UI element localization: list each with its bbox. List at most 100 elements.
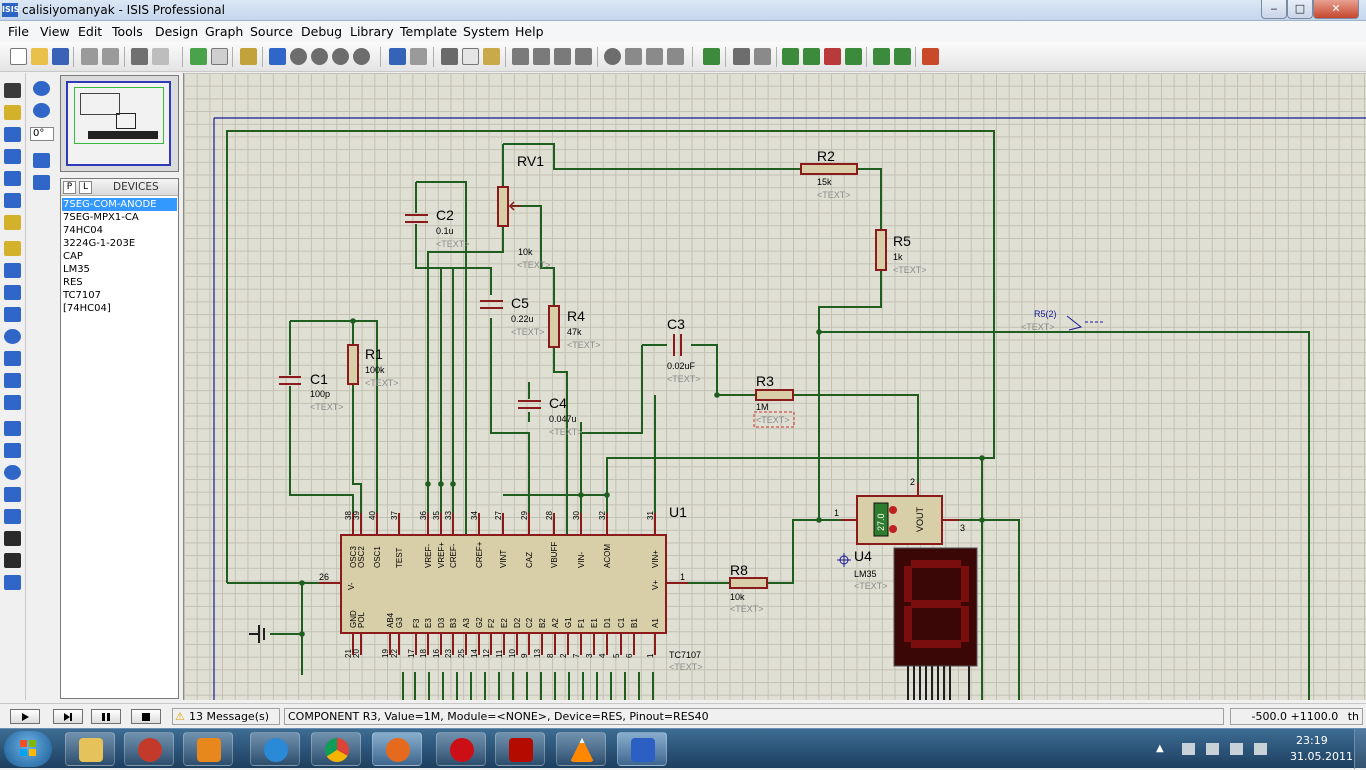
virtual-instruments-icon[interactable] bbox=[4, 395, 21, 410]
menu-system[interactable]: System bbox=[463, 24, 510, 39]
paste-icon[interactable] bbox=[483, 48, 500, 65]
show-desktop-button[interactable] bbox=[1354, 729, 1366, 769]
overview-viewport[interactable] bbox=[74, 87, 164, 144]
close-button[interactable]: ✕ bbox=[1313, 0, 1359, 19]
device-item[interactable]: TC7107 bbox=[63, 290, 101, 301]
taskbar-opera[interactable] bbox=[436, 732, 486, 766]
library-manager-button[interactable]: L bbox=[79, 181, 92, 194]
menu-file[interactable]: File bbox=[8, 24, 29, 39]
start-button[interactable] bbox=[4, 731, 52, 767]
rotate-anticlockwise-icon[interactable] bbox=[33, 103, 50, 118]
device-item[interactable]: 3224G-1-203E bbox=[63, 238, 136, 249]
device-item[interactable]: 7SEG-COM-ANODE bbox=[62, 198, 177, 211]
device-pins-icon[interactable] bbox=[4, 263, 21, 278]
step-button[interactable] bbox=[53, 709, 83, 724]
graph-mode-icon[interactable] bbox=[4, 285, 21, 300]
minimize-button[interactable]: ‒ bbox=[1261, 0, 1287, 19]
grid-toggle-icon[interactable] bbox=[211, 48, 228, 65]
menu-edit[interactable]: Edit bbox=[78, 24, 103, 39]
stop-button[interactable] bbox=[131, 709, 161, 724]
new-file-icon[interactable] bbox=[10, 48, 27, 65]
taskbar-acrobat[interactable] bbox=[495, 732, 545, 766]
buses-icon[interactable] bbox=[4, 193, 21, 208]
zoom-area-icon[interactable] bbox=[353, 48, 370, 65]
junction-dot-icon[interactable] bbox=[4, 127, 21, 142]
clock-date[interactable]: 31.05.2011 bbox=[1290, 750, 1353, 763]
marker-icon[interactable] bbox=[4, 575, 21, 590]
play-button[interactable] bbox=[10, 709, 40, 724]
property-tool-icon[interactable] bbox=[754, 48, 771, 65]
generator-icon[interactable] bbox=[4, 329, 21, 344]
taskbar-firefox[interactable] bbox=[372, 732, 422, 766]
packaging-icon[interactable] bbox=[646, 48, 663, 65]
rotate-clockwise-icon[interactable] bbox=[33, 81, 50, 96]
menu-template[interactable]: Template bbox=[400, 24, 458, 39]
mirror-horizontal-icon[interactable] bbox=[33, 153, 50, 168]
rotation-input[interactable]: 0° bbox=[30, 127, 54, 141]
block-delete-icon[interactable] bbox=[575, 48, 592, 65]
tape-recorder-icon[interactable] bbox=[4, 307, 21, 322]
electrical-rules-icon[interactable] bbox=[894, 48, 911, 65]
print-area-icon[interactable] bbox=[152, 48, 169, 65]
component-mode-icon[interactable] bbox=[4, 105, 21, 120]
wire-label-icon[interactable] bbox=[4, 149, 21, 164]
terminals-icon[interactable] bbox=[4, 241, 21, 256]
arc-icon[interactable] bbox=[4, 487, 21, 502]
taskbar-vlc[interactable] bbox=[556, 732, 606, 766]
clock-time[interactable]: 23:19 bbox=[1296, 734, 1328, 747]
zoom-out-icon[interactable] bbox=[311, 48, 328, 65]
box-icon[interactable] bbox=[4, 443, 21, 458]
import-icon[interactable] bbox=[81, 48, 98, 65]
pan-icon[interactable] bbox=[269, 48, 286, 65]
zoom-in-icon[interactable] bbox=[290, 48, 307, 65]
make-device-icon[interactable] bbox=[625, 48, 642, 65]
mirror-vertical-icon[interactable] bbox=[33, 175, 50, 190]
redo-icon[interactable] bbox=[410, 48, 427, 65]
undo-icon[interactable] bbox=[389, 48, 406, 65]
menu-source[interactable]: Source bbox=[250, 24, 293, 39]
origin-icon[interactable] bbox=[240, 48, 257, 65]
device-item[interactable]: 74HC04 bbox=[63, 225, 103, 236]
line-icon[interactable] bbox=[4, 421, 21, 436]
symbol-icon[interactable] bbox=[4, 553, 21, 568]
network-icon[interactable] bbox=[1182, 743, 1195, 755]
selection-mode-icon[interactable] bbox=[4, 83, 21, 98]
current-probe-icon[interactable] bbox=[4, 373, 21, 388]
remove-sheet-icon[interactable] bbox=[824, 48, 841, 65]
pick-devices-button[interactable]: P bbox=[63, 181, 76, 194]
copy-icon[interactable] bbox=[462, 48, 479, 65]
taskbar-isis[interactable] bbox=[617, 732, 667, 766]
taskbar-ccleaner[interactable] bbox=[124, 732, 174, 766]
block-rotate-icon[interactable] bbox=[554, 48, 571, 65]
overview-window[interactable] bbox=[60, 75, 179, 172]
menu-design[interactable]: Design bbox=[155, 24, 199, 39]
wire-autorouter-icon[interactable] bbox=[703, 48, 720, 65]
device-item[interactable]: CAP bbox=[63, 251, 83, 262]
taskbar-media-player[interactable] bbox=[183, 732, 233, 766]
maximize-button[interactable]: □ bbox=[1287, 0, 1313, 19]
text-script-icon[interactable] bbox=[4, 171, 21, 186]
path-icon[interactable] bbox=[4, 509, 21, 524]
volume-icon[interactable] bbox=[1206, 743, 1219, 755]
menu-help[interactable]: Help bbox=[515, 24, 544, 39]
open-folder-icon[interactable] bbox=[31, 48, 48, 65]
menu-graph[interactable]: Graph bbox=[205, 24, 244, 39]
device-item[interactable]: RES bbox=[63, 277, 83, 288]
block-copy-icon[interactable] bbox=[512, 48, 529, 65]
exit-sheet-icon[interactable] bbox=[845, 48, 862, 65]
export-icon[interactable] bbox=[102, 48, 119, 65]
add-sheet-icon[interactable] bbox=[803, 48, 820, 65]
taskbar-internet-explorer[interactable] bbox=[250, 732, 300, 766]
messages-indicator[interactable]: ⚠13 Message(s) bbox=[172, 708, 280, 725]
save-icon[interactable] bbox=[52, 48, 69, 65]
bill-of-materials-icon[interactable] bbox=[873, 48, 890, 65]
pause-button[interactable] bbox=[91, 709, 121, 724]
print-icon[interactable] bbox=[131, 48, 148, 65]
pick-device-icon[interactable] bbox=[604, 48, 621, 65]
ares-netlist-icon[interactable] bbox=[922, 48, 939, 65]
refresh-icon[interactable] bbox=[190, 48, 207, 65]
block-move-icon[interactable] bbox=[533, 48, 550, 65]
menu-debug[interactable]: Debug bbox=[301, 24, 343, 39]
search-icon[interactable] bbox=[733, 48, 750, 65]
